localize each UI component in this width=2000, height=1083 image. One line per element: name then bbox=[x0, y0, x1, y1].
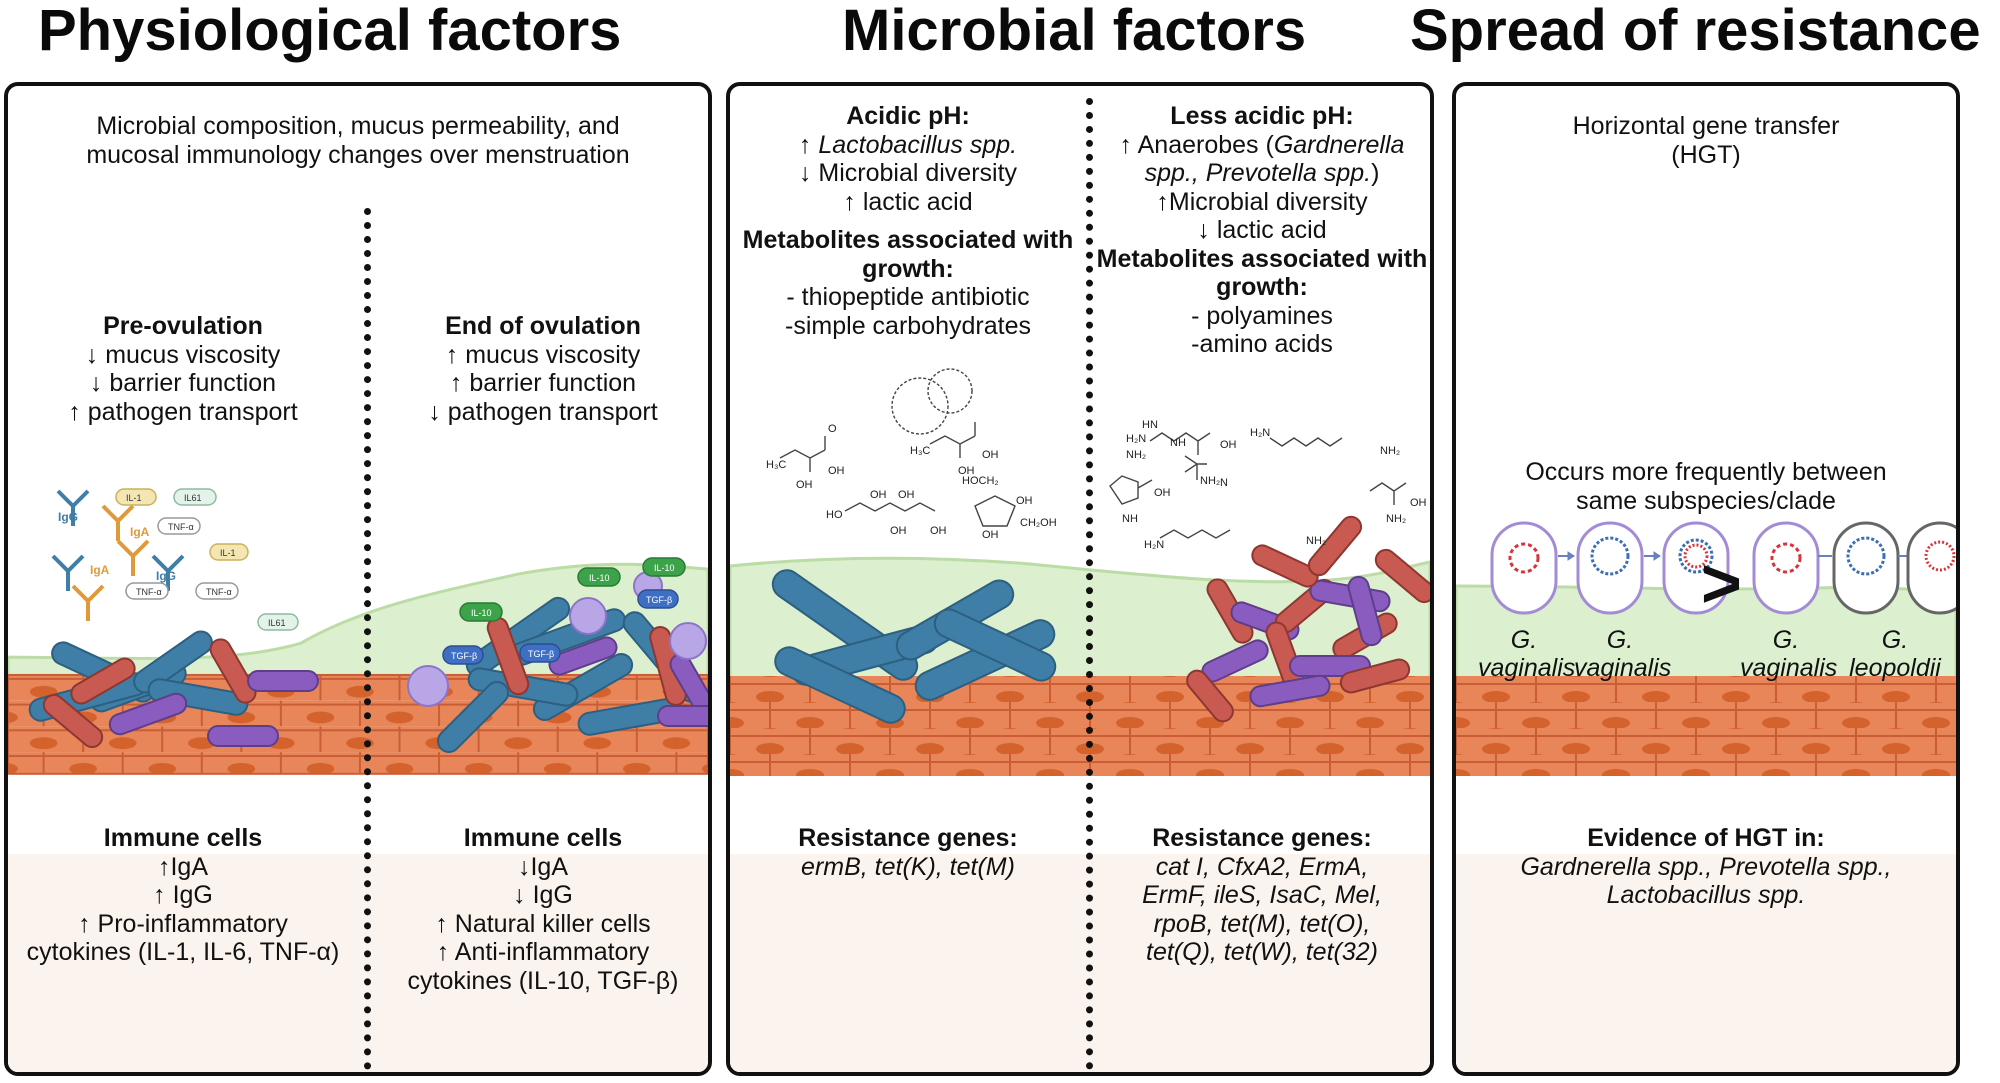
greater-than-symbol: > bbox=[1701, 548, 1742, 618]
svg-text:OH: OH bbox=[1016, 495, 1033, 507]
panel-spread: Horizontal gene transfer (HGT) Occurs mo… bbox=[1452, 82, 1960, 1076]
svg-text:HN: HN bbox=[1142, 419, 1158, 431]
tgf-label-1: TGF-β bbox=[528, 649, 554, 659]
svg-text:OH: OH bbox=[1220, 439, 1237, 451]
less-acidic-ph-block: Less acidic pH: ↑ Anaerobes (Gardnerella… bbox=[1086, 102, 1434, 359]
heading-spread: Spread of resistance bbox=[1410, 0, 1981, 68]
svg-text:NH₂: NH₂ bbox=[1386, 513, 1406, 525]
svg-text:H₃C: H₃C bbox=[910, 445, 930, 457]
il61-label-1: IL61 bbox=[184, 493, 202, 503]
panel-microbial: H₃C OH OH O H₃C OH OH HO OH OH OH OH HOC… bbox=[726, 82, 1434, 1076]
caption-gv-3: G.vaginalis bbox=[1740, 626, 1832, 682]
end-ovulation-block: End of ovulation ↑ mucus viscosity ↑ bar… bbox=[368, 312, 712, 426]
svg-text:OH: OH bbox=[890, 525, 907, 537]
tnf-label-2: TNF-α bbox=[136, 587, 162, 597]
svg-text:NH₂: NH₂ bbox=[1126, 449, 1146, 461]
il1-label-2: IL-1 bbox=[220, 548, 236, 558]
bacterium-icon bbox=[27, 627, 318, 751]
svg-text:OH: OH bbox=[898, 489, 915, 501]
il1-label-1: IL-1 bbox=[126, 493, 142, 503]
resistance-genes-right: Resistance genes: cat I, CfxA2, ErmA, Er… bbox=[1086, 824, 1434, 967]
heading-microbial: Microbial factors bbox=[842, 0, 1306, 68]
cytokine-icon bbox=[116, 489, 298, 630]
tgf-label-2: TGF-β bbox=[451, 651, 477, 661]
svg-text:HO: HO bbox=[826, 509, 843, 521]
iga-label-1: IgA bbox=[130, 525, 150, 539]
panel-physiological: IgG IgA IgA IgG IL-1 IL61 TNF-α IL-1 TNF… bbox=[4, 82, 712, 1076]
immune-cells-left: Immune cells ↑IgA ↑ IgG ↑ Pro-inflammato… bbox=[8, 824, 358, 967]
svg-text:NH₂: NH₂ bbox=[1380, 445, 1400, 457]
svg-text:OH: OH bbox=[982, 449, 999, 461]
iga-label-2: IgA bbox=[90, 563, 110, 577]
svg-text:H₂N: H₂N bbox=[1126, 433, 1146, 445]
svg-text:HOCH₂: HOCH₂ bbox=[962, 475, 999, 487]
svg-text:H₂N: H₂N bbox=[1250, 427, 1270, 439]
svg-text:OH: OH bbox=[982, 529, 999, 541]
svg-text:OH: OH bbox=[870, 489, 887, 501]
svg-text:NH: NH bbox=[1170, 437, 1186, 449]
immune-cells-right: Immune cells ↓IgA ↓ IgG ↑ Natural killer… bbox=[368, 824, 712, 995]
tnf-label-1: TNF-α bbox=[168, 522, 194, 532]
occurs-text: Occurs more frequently between same subs… bbox=[1456, 458, 1956, 515]
svg-text:CH₂OH: CH₂OH bbox=[1020, 517, 1057, 529]
hgt-title: Horizontal gene transfer (HGT) bbox=[1456, 112, 1956, 169]
heading-physiological: Physiological factors bbox=[38, 0, 621, 68]
panel1-intro: Microbial composition, mucus permeabilit… bbox=[8, 112, 708, 169]
il61-label-2: IL61 bbox=[268, 618, 286, 628]
evidence-block: Evidence of HGT in: Gardnerella spp., Pr… bbox=[1456, 824, 1956, 910]
svg-text:NH: NH bbox=[1122, 513, 1138, 525]
caption-gl: G.leopoldii bbox=[1840, 626, 1950, 682]
igg-label-1: IgG bbox=[58, 510, 78, 524]
svg-text:OH: OH bbox=[1410, 497, 1427, 509]
end-ovulation-title: End of ovulation bbox=[368, 312, 712, 341]
il10-label-3: IL-10 bbox=[654, 563, 675, 573]
svg-text:OH: OH bbox=[796, 479, 813, 491]
tnf-label-3: TNF-α bbox=[206, 587, 232, 597]
caption-gv-2: G.vaginalis bbox=[1574, 626, 1666, 682]
igg-label-2: IgG bbox=[156, 569, 176, 583]
acidic-ph-block: Acidic pH: ↑ Lactobacillus spp. ↓ Microb… bbox=[730, 102, 1086, 340]
svg-text:OH: OH bbox=[930, 525, 947, 537]
svg-text:OH: OH bbox=[828, 465, 845, 477]
svg-text:N: N bbox=[1220, 477, 1228, 489]
il10-label-2: IL-10 bbox=[589, 573, 610, 583]
tgf-label-3: TGF-β bbox=[646, 595, 672, 605]
svg-text:O: O bbox=[828, 423, 837, 435]
pre-ovulation-title: Pre-ovulation bbox=[8, 312, 358, 341]
svg-text:NH₂: NH₂ bbox=[1306, 535, 1326, 547]
resistance-genes-left: Resistance genes: ermB, tet(K), tet(M) bbox=[730, 824, 1086, 881]
svg-text:NH₂: NH₂ bbox=[1200, 475, 1220, 487]
svg-text:OH: OH bbox=[1154, 487, 1171, 499]
il10-label-1: IL-10 bbox=[471, 608, 492, 618]
svg-text:H₃C: H₃C bbox=[766, 459, 786, 471]
pre-ovulation-block: Pre-ovulation ↓ mucus viscosity ↓ barrie… bbox=[8, 312, 358, 426]
svg-text:H₂N: H₂N bbox=[1144, 539, 1164, 551]
caption-gv-1: G.vaginalis bbox=[1478, 626, 1570, 682]
